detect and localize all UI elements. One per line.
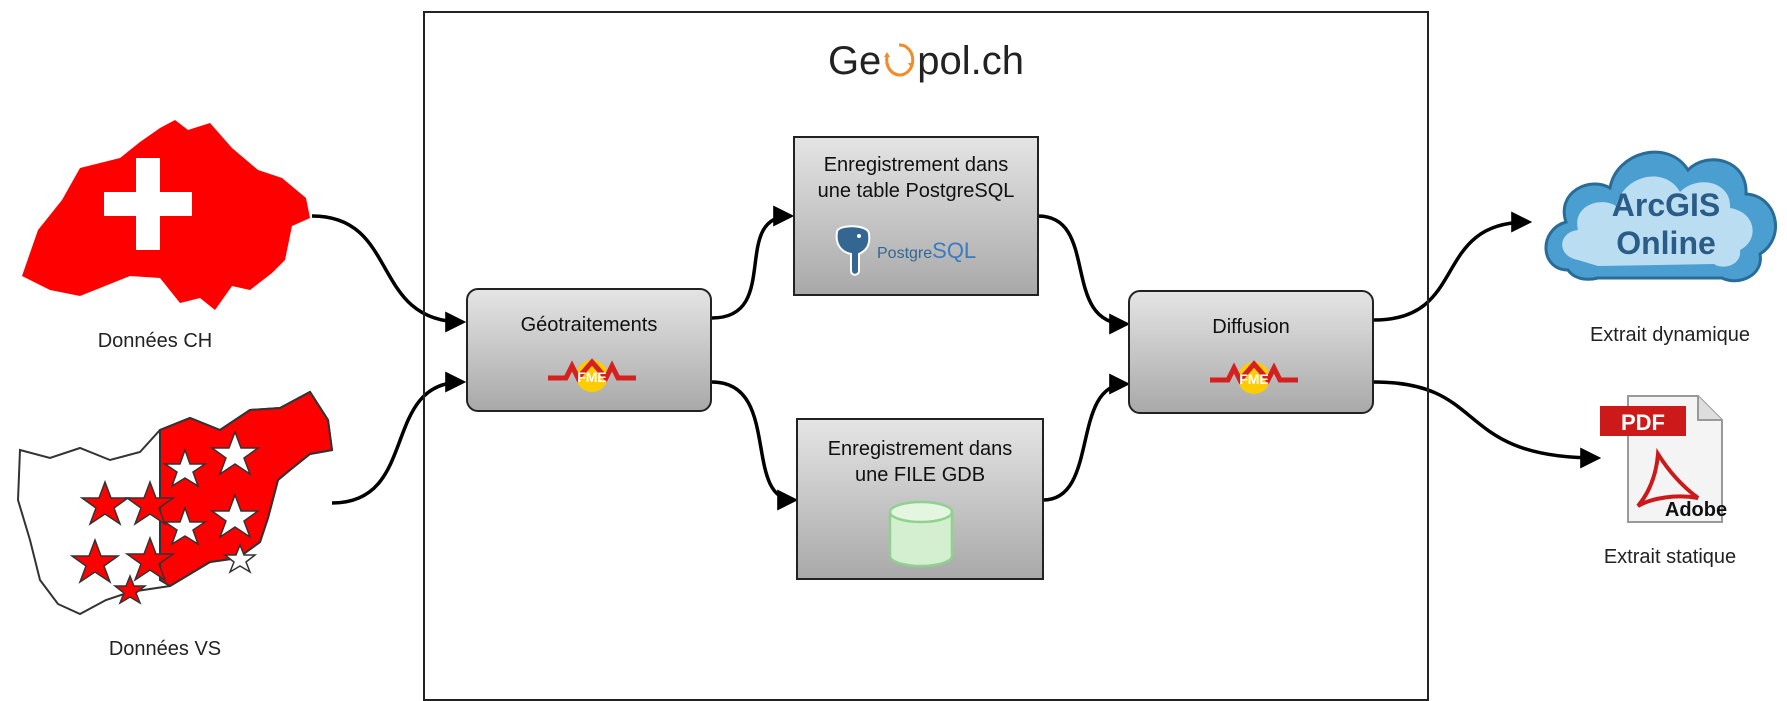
source-ch-label: Données CH xyxy=(97,330,213,352)
svg-text:FME: FME xyxy=(577,369,607,385)
node-geoprocessing-label: Géotraitements xyxy=(520,314,658,336)
elephant-icon xyxy=(835,225,871,276)
edge-geoprocessing-to-postgres xyxy=(711,205,795,320)
cylinder-icon xyxy=(888,500,954,568)
edge-geoprocessing-to-filegdb xyxy=(711,380,799,511)
brand-prefix: Ge xyxy=(827,39,882,83)
node-filegdb: Enregistrement dans une FILE GDB xyxy=(796,418,1044,580)
brand-title: Ge pol.ch xyxy=(425,39,1427,84)
node-postgres-label: Enregistrement dans une table PostgreSQL xyxy=(817,154,1015,202)
connectors-layer xyxy=(311,205,1602,511)
edge-vs-to-geoprocessing xyxy=(331,371,467,505)
postgres-wordmark: PostgreSQL xyxy=(877,238,977,263)
svg-text:FME: FME xyxy=(1239,371,1269,387)
switzerland-map-icon xyxy=(22,120,310,310)
diagram-canvas: Données CH Données VS Ge pol.ch Géotraite… xyxy=(16,11,1777,701)
node-diffusion-label: Diffusion xyxy=(1212,316,1290,338)
output-static-label: Extrait statique xyxy=(1603,546,1737,568)
fme-logo-icon: FME xyxy=(548,358,636,392)
fme-logo-icon: FME xyxy=(1210,360,1298,394)
node-postgres: Enregistrement dans une table PostgreSQL… xyxy=(793,136,1039,296)
node-diffusion: Diffusion FME xyxy=(1128,290,1374,414)
edge-diffusion-to-arcgis xyxy=(1373,211,1533,322)
brand-suffix: pol.ch xyxy=(917,39,1025,83)
edge-ch-to-geoprocessing xyxy=(311,214,467,333)
node-filegdb-label: Enregistrement dans une FILE GDB xyxy=(827,438,1013,486)
edge-diffusion-to-pdf xyxy=(1373,380,1602,469)
refresh-o-icon xyxy=(884,43,915,77)
pdf-badge: PDF xyxy=(1621,410,1665,435)
arcgis-line1: ArcGIS xyxy=(1612,187,1720,223)
output-dynamic-label: Extrait dynamique xyxy=(1589,324,1751,346)
valais-map-icon xyxy=(16,390,334,616)
pdf-document-icon: PDF Adobe xyxy=(1600,395,1727,523)
arcgis-line2: Online xyxy=(1616,225,1716,261)
source-vs-label: Données VS xyxy=(108,638,222,660)
edge-filegdb-to-diffusion xyxy=(1042,373,1131,502)
edge-postgres-to-diffusion xyxy=(1037,214,1131,335)
pdf-brand: Adobe xyxy=(1665,499,1727,521)
node-geoprocessing: Géotraitements FME xyxy=(466,288,712,412)
arcgis-cloud-icon: ArcGIS Online xyxy=(1544,150,1777,283)
